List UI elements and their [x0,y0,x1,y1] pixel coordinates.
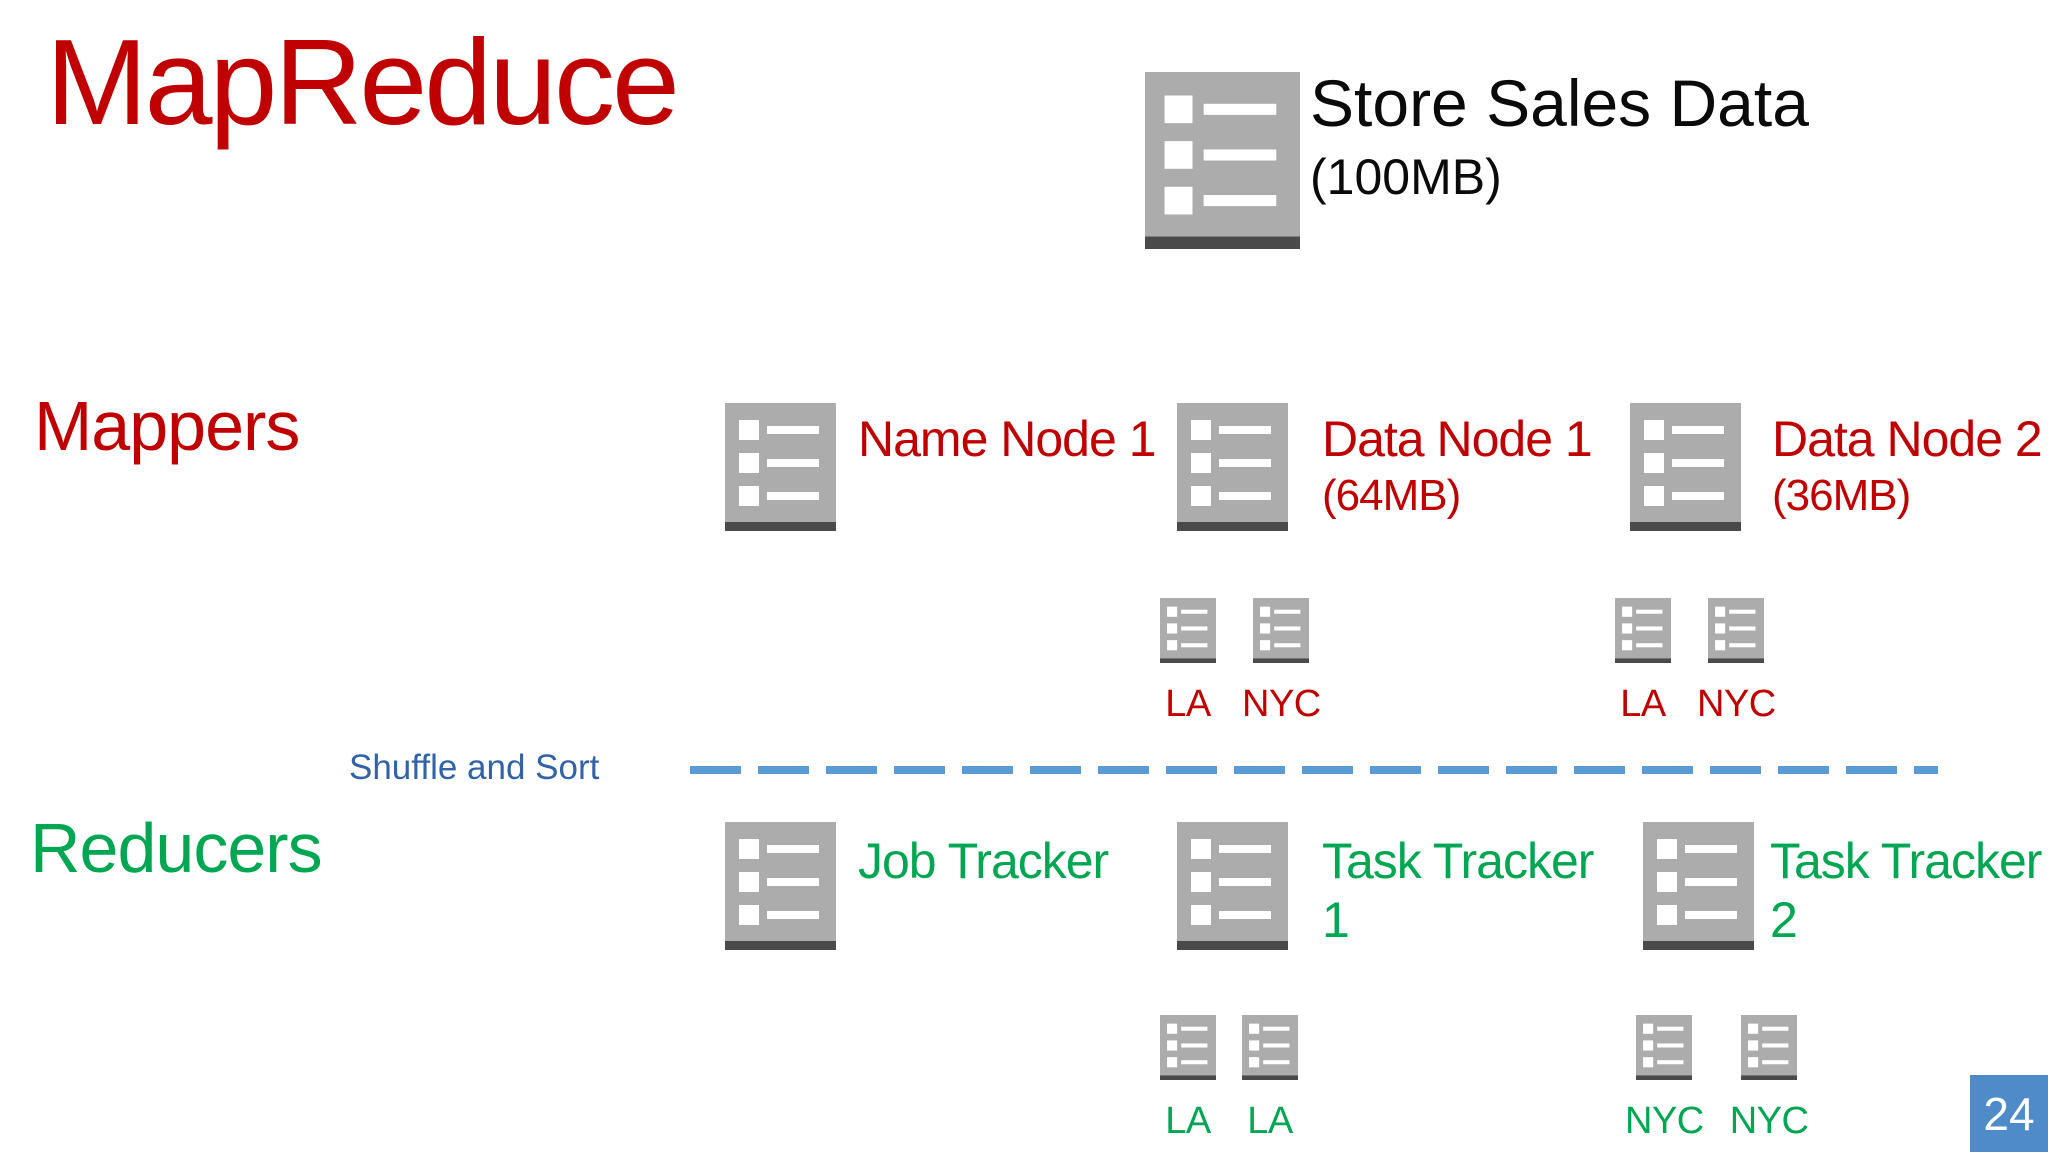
store-sales-data-label: Store Sales Data [1310,66,1809,140]
reducers-section-label: Reducers [30,809,323,887]
replica-block: NYC [1697,598,1776,723]
slide-title: MapReduce [46,14,680,150]
data-node-2-icon [1630,403,1741,531]
store-sales-data-block: Store Sales Data (100MB) [1310,64,1809,207]
replica-city-label: LA [1165,1100,1211,1142]
replica-block: NYC [1730,1015,1809,1140]
store-sales-data-icon [1145,72,1300,249]
replica-block-icon [1636,1015,1692,1080]
replica-city-label: NYC [1697,683,1776,725]
task-tracker-1-replicas: LA LA [1160,1015,1298,1140]
replica-block-icon [1160,1015,1216,1080]
replica-block-icon [1615,598,1671,663]
page-number-badge: 24 [1970,1075,2048,1152]
replica-block: NYC [1625,1015,1704,1140]
shuffle-and-sort-label: Shuffle and Sort [349,748,600,787]
store-sales-data-size: (100MB) [1310,149,1502,206]
replica-city-label: LA [1165,683,1211,725]
replica-city-label: NYC [1729,1100,1809,1142]
data-node-2-label: Data Node 2 [1772,411,2043,467]
data-node-2-size: (36MB) [1772,471,1911,520]
replica-city-label: LA [1620,683,1666,725]
replica-block: LA [1160,598,1216,723]
replica-block-icon [1708,598,1764,663]
name-node-1-label: Name Node 1 [858,411,1156,467]
data-node-1-block: Data Node 1 (64MB) [1322,410,1593,522]
replica-block: LA [1160,1015,1216,1140]
job-tracker-label: Job Tracker [858,833,1109,889]
mappers-section-label: Mappers [34,387,300,465]
data-node-1-size: (64MB) [1322,471,1461,520]
replica-city-label: NYC [1242,683,1321,725]
replica-city-label: NYC [1625,1100,1704,1142]
replica-block-icon [1741,1015,1797,1080]
replica-block: LA [1242,1015,1298,1140]
task-tracker-2-icon [1643,822,1754,950]
data-node-2-block: Data Node 2 (36MB) [1772,410,2043,522]
replica-block: LA [1615,598,1671,723]
data-node-2-replicas: LA NYC [1615,598,1776,723]
task-tracker-2-label: Task Tracker 2 [1770,833,2042,948]
name-node-1-icon [725,403,836,531]
task-tracker-1-icon [1177,822,1288,950]
replica-block-icon [1242,1015,1298,1080]
replica-block-icon [1160,598,1216,663]
replica-block-icon [1253,598,1309,663]
task-tracker-1-label: Task Tracker 1 [1322,833,1594,948]
task-tracker-2-replicas: NYC NYC [1625,1015,1809,1140]
job-tracker-icon [725,822,836,950]
data-node-1-icon [1177,403,1288,531]
shuffle-divider-dashed-line [690,766,1938,774]
replica-city-label: LA [1247,1100,1293,1142]
data-node-1-label: Data Node 1 [1322,411,1593,467]
data-node-1-replicas: LA NYC [1160,598,1321,723]
replica-block: NYC [1242,598,1321,723]
